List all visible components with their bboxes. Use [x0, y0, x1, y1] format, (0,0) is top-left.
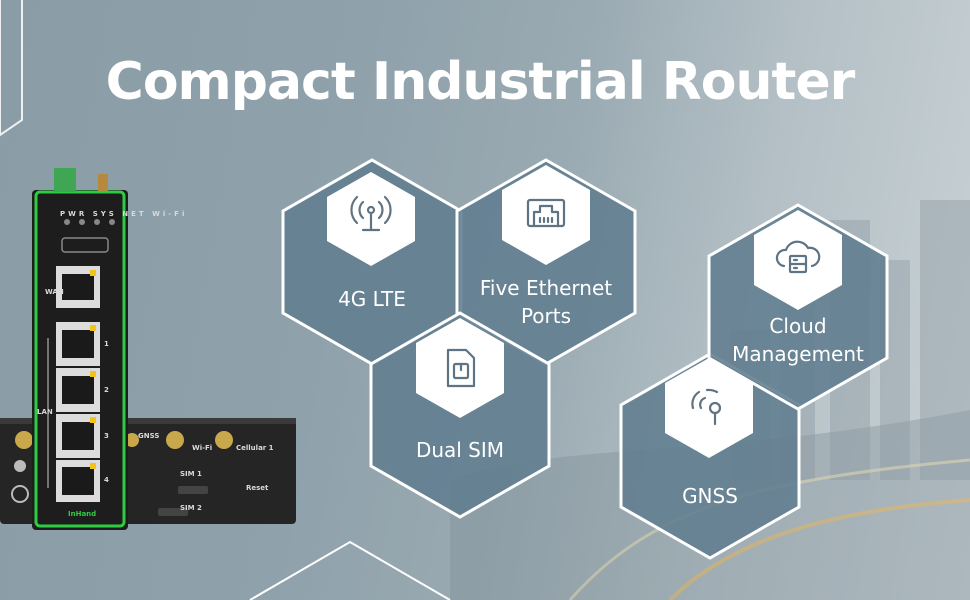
- led-label-sys: SYS: [92, 210, 117, 218]
- feature-label-line: Dual SIM: [415, 438, 505, 462]
- port-number-3: 3: [104, 432, 109, 440]
- sim2-label: SIM 2: [180, 504, 202, 512]
- feature-label-cloud: Cloud Management: [722, 312, 874, 368]
- feature-hex-gnss: [619, 352, 801, 560]
- reset-label: Reset: [246, 484, 269, 492]
- led-label-net: NET: [122, 210, 147, 218]
- feature-label-line: Cloud: [769, 314, 827, 338]
- feature-label-gnss: GNSS: [638, 482, 782, 510]
- cellular-port-label: Cellular 1: [236, 444, 274, 452]
- feature-hex-dual-sim: [369, 311, 551, 519]
- sim1-label: SIM 1: [180, 470, 202, 478]
- feature-hex-ethernet: [455, 158, 637, 366]
- router-device-image: [0, 168, 296, 530]
- feature-label-line: Five Ethernet: [479, 276, 613, 300]
- antenna-icon: [350, 195, 392, 232]
- feature-label-line: 4G LTE: [338, 287, 406, 311]
- gnss-port-label: GNSS: [138, 432, 160, 440]
- cloud-server-icon: [775, 240, 821, 274]
- page-title: Compact Industrial Router: [105, 52, 856, 112]
- led-label-pwr: PWR: [60, 210, 88, 218]
- feature-label-4g-lte: 4G LTE: [300, 285, 444, 313]
- port-number-4: 4: [104, 476, 109, 484]
- port-number-2: 2: [104, 386, 109, 394]
- brand-logo: InHand: [68, 510, 97, 518]
- port-number-1: 1: [104, 340, 109, 348]
- ethernet-port-icon: [526, 198, 566, 228]
- feature-label-ethernet: Five Ethernet Ports: [470, 274, 622, 330]
- feature-label-dual-sim: Dual SIM: [388, 436, 532, 464]
- wan-label: WAN: [45, 288, 64, 296]
- feature-label-line: Management: [732, 342, 864, 366]
- led-label-wifi: Wi-Fi: [152, 210, 188, 218]
- gnss-signal-icon: [691, 388, 722, 426]
- feature-label-line: GNSS: [682, 484, 738, 508]
- feature-label-line: Ports: [520, 304, 572, 328]
- wifi-port-label: Wi-Fi: [192, 444, 213, 452]
- sim-card-icon: [446, 348, 476, 388]
- lan-label: LAN: [37, 408, 53, 416]
- feature-hex-cloud: [707, 203, 889, 411]
- led-labels: PWR SYS NET Wi-Fi: [60, 210, 187, 218]
